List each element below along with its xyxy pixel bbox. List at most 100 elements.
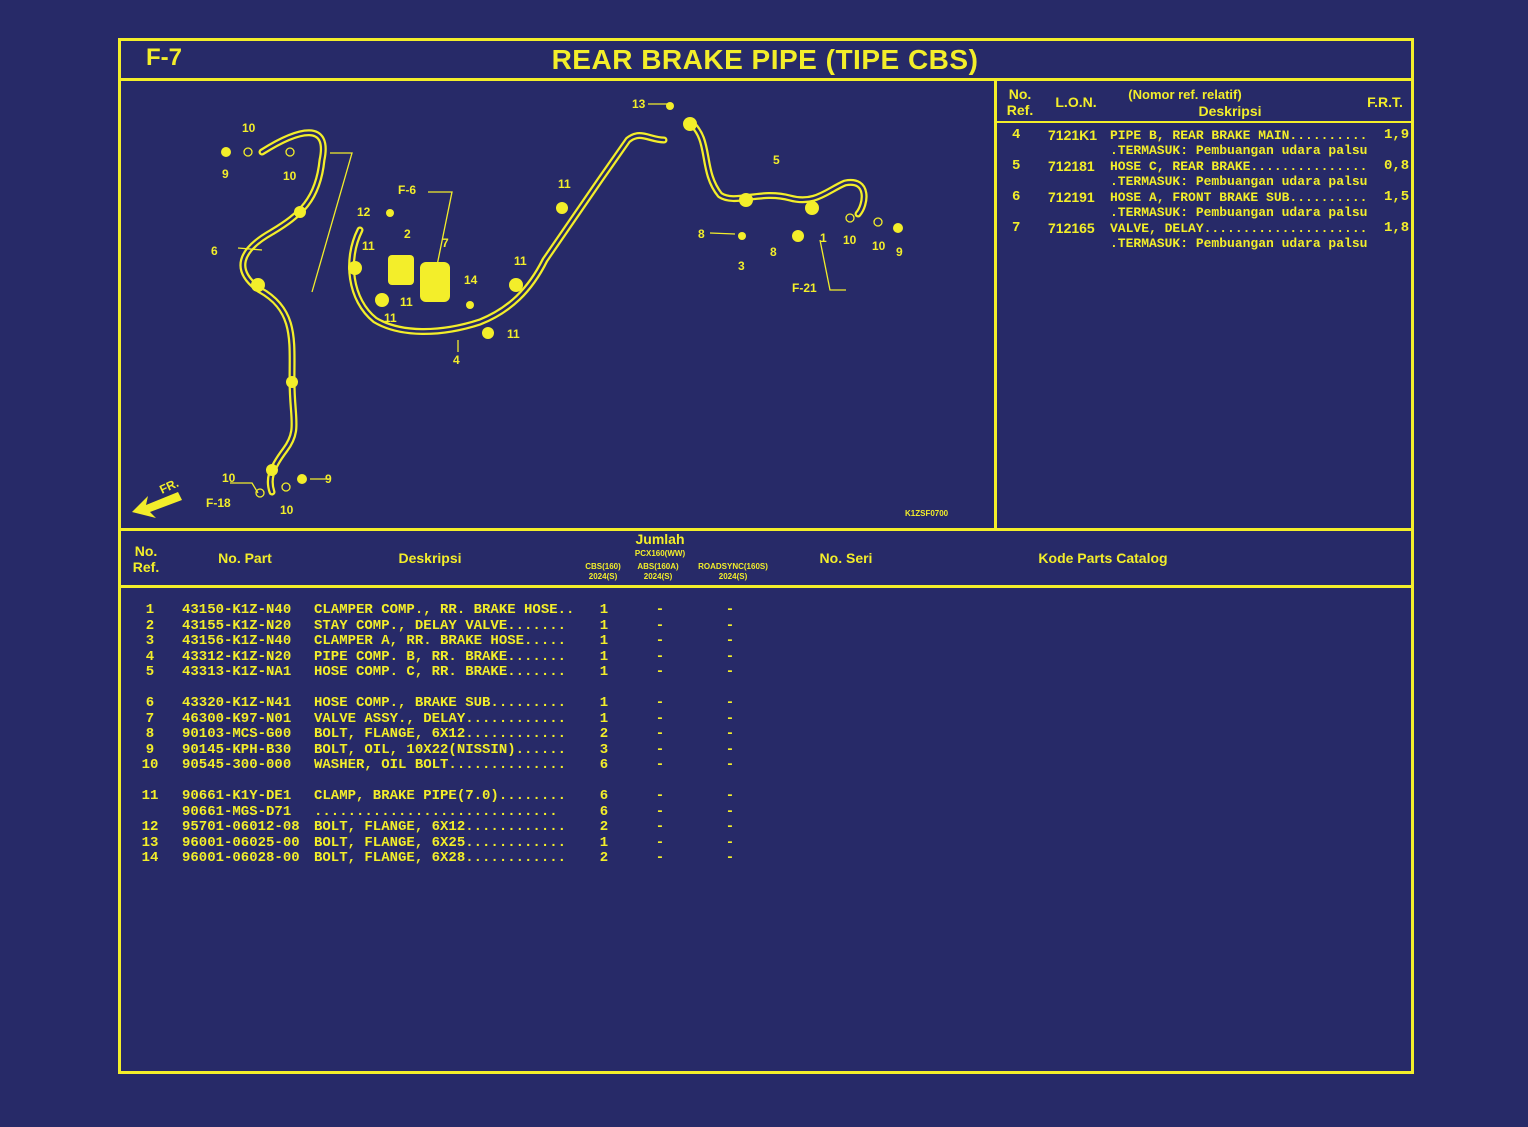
svg-text:8: 8 — [770, 245, 777, 259]
part-number: 90545-300-000 — [182, 757, 292, 773]
svg-text:5: 5 — [773, 153, 780, 167]
qty-abs: - — [655, 819, 665, 835]
svg-text:7: 7 — [442, 236, 449, 250]
part-desc: ............................. — [314, 803, 558, 820]
parts-row: 12 95701-06012-08 BOLT, FLANGE, 6X12......… — [124, 819, 764, 836]
svg-text:10: 10 — [280, 503, 294, 517]
frt-ref: 4 — [1012, 127, 1021, 143]
part-desc: VALVE ASSY., DELAY............ — [314, 710, 567, 727]
svg-text:10: 10 — [283, 169, 297, 183]
parts-header-no-seri: No. Seri — [819, 550, 873, 566]
part-desc: HOSE COMP. C, RR. BRAKE....... — [314, 664, 567, 680]
svg-text:F-21: F-21 — [792, 281, 817, 295]
frt-value: 0,8 — [1384, 158, 1410, 174]
part-ref: 10 — [141, 757, 159, 773]
part-number: 90103-MCS-G00 — [182, 726, 292, 742]
parts-header-no-ref: No. Ref. — [132, 543, 160, 575]
svg-text:1: 1 — [820, 231, 827, 245]
hose-5 — [686, 118, 868, 218]
parts-header-model: PCX160(WW) — [634, 549, 686, 558]
parts-header-col3: ROADSYNC(160S) 2024(S) — [698, 562, 768, 581]
qty-abs: - — [655, 664, 665, 680]
qty-roadsync: - — [725, 617, 735, 634]
qty-roadsync: - — [725, 803, 735, 820]
parts-row: 6 43320-K1Z-N41 HOSE COMP., BRAKE SUB.....… — [124, 695, 764, 712]
svg-text:10: 10 — [843, 233, 857, 247]
part-ref: 2 — [145, 617, 155, 634]
parts-header-col2: ABS(160A) 2024(S) — [637, 562, 679, 581]
parts-header-col1: CBS(160) 2024(S) — [585, 562, 621, 581]
qty-abs: - — [655, 850, 665, 866]
svg-text:8: 8 — [698, 227, 705, 241]
qty-abs: - — [655, 617, 665, 634]
qty-abs: - — [655, 726, 665, 742]
part-number: 90145-KPH-B30 — [182, 741, 292, 758]
qty-cbs: 1 — [599, 834, 609, 851]
frt-note: .TERMASUK: Pembuangan udara palsu — [1110, 143, 1368, 158]
pipe-4 — [348, 132, 668, 335]
part-desc: HOSE COMP., BRAKE SUB......... — [314, 695, 567, 711]
oil-bolt-9 — [221, 147, 231, 157]
frt-header-desc: Deskripsi — [1198, 103, 1262, 119]
qty-abs: - — [655, 741, 665, 758]
part-desc: CLAMPER A, RR. BRAKE HOSE..... — [314, 633, 567, 649]
part-ref: 4 — [145, 648, 155, 665]
qty-cbs: 1 — [599, 710, 609, 727]
parts-header-no-part: No. Part — [218, 550, 272, 566]
qty-cbs: 6 — [599, 788, 609, 804]
part-number: 90661-K1Y-DE1 — [182, 788, 292, 804]
part-ref: 13 — [141, 834, 159, 851]
qty-roadsync: - — [725, 726, 735, 742]
frt-note: .TERMASUK: Pembuangan udara palsu — [1110, 174, 1368, 189]
part-desc: STAY COMP., DELAY VALVE....... — [314, 617, 567, 634]
part-number: 43155-K1Z-N20 — [182, 617, 292, 634]
svg-text:13: 13 — [632, 97, 646, 111]
part-number: 43313-K1Z-NA1 — [182, 664, 292, 680]
svg-text:11: 11 — [384, 311, 397, 325]
qty-roadsync: - — [725, 664, 735, 680]
frt-ref: 7 — [1012, 220, 1021, 236]
delay-valve-7 — [420, 262, 450, 302]
qty-abs: - — [655, 788, 665, 804]
qty-cbs: 1 — [599, 633, 609, 649]
part-ref: 12 — [141, 819, 159, 835]
part-desc: BOLT, FLANGE, 6X12............ — [314, 819, 567, 835]
svg-text:F-6: F-6 — [398, 183, 416, 197]
frt-lon: 7121K1 — [1048, 127, 1098, 143]
qty-cbs: 2 — [599, 850, 609, 866]
part-number: 43320-K1Z-N41 — [182, 695, 292, 711]
frt-lon: 712165 — [1048, 220, 1095, 236]
part-number: 43150-K1Z-N40 — [182, 602, 292, 618]
qty-cbs: 1 — [599, 602, 609, 618]
svg-text:4: 4 — [453, 353, 460, 367]
part-number: 43156-K1Z-N40 — [182, 633, 292, 649]
frt-header-divider — [996, 121, 1414, 123]
qty-roadsync: - — [725, 819, 735, 835]
qty-roadsync: - — [725, 602, 735, 618]
svg-text:10: 10 — [872, 239, 886, 253]
part-ref: 11 — [141, 788, 159, 804]
part-number: 96001-06025-00 — [182, 834, 300, 851]
svg-text:9: 9 — [325, 472, 332, 486]
parts-header-deskripsi: Deskripsi — [398, 550, 462, 566]
parts-header-kode: Kode Parts Catalog — [1038, 550, 1168, 566]
part-ref: 5 — [145, 664, 155, 680]
part-number: 95701-06012-08 — [182, 819, 300, 835]
clamp-fitting — [294, 206, 306, 218]
frt-lon: 712191 — [1048, 189, 1095, 205]
frt-ref: 5 — [1012, 158, 1021, 174]
part-ref: 6 — [145, 695, 155, 711]
stay-comp-2 — [388, 255, 414, 285]
qty-abs: - — [655, 633, 665, 649]
frt-desc: HOSE A, FRONT BRAKE SUB.......... — [1110, 190, 1368, 205]
frt-header-frt: F.R.T. — [1367, 94, 1403, 110]
